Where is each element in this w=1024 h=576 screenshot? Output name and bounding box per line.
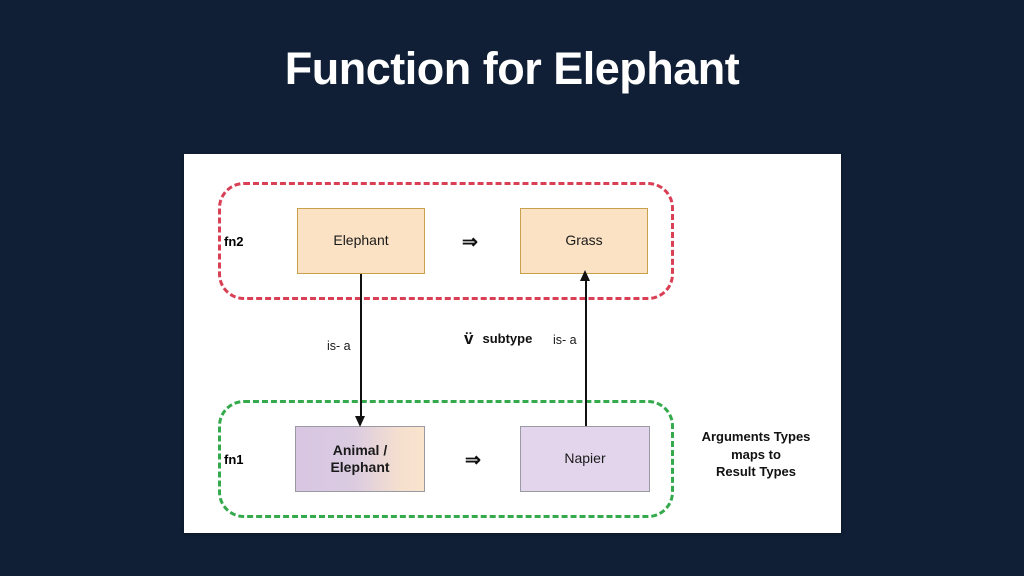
- node-box-animal-elephant[interactable]: Animal / Elephant: [295, 426, 425, 492]
- node-label-line1: Animal /: [332, 441, 388, 458]
- implies-arrow-fn1: ⇒: [465, 450, 481, 471]
- group-label-fn1: fn1: [224, 452, 244, 467]
- node-box-napier[interactable]: Napier: [520, 426, 650, 492]
- maps-to-line3: Result Types: [716, 464, 796, 480]
- maps-to-annotation: Arguments Types maps to Result Types: [681, 428, 831, 481]
- node-label-grass: Grass: [565, 232, 603, 249]
- node-label-napier: Napier: [564, 450, 606, 467]
- connector-line-napier-to-grass: [585, 280, 587, 426]
- connector-line-elephant-to-animal: [360, 274, 362, 418]
- subtype-legend: v̈ subtype: [464, 330, 532, 347]
- node-label-animal-elephant: Animal / Elephant: [330, 442, 389, 477]
- edge-label-is-a-left: is- a: [327, 339, 351, 353]
- arrowhead-up-icon: [580, 270, 590, 281]
- diagram-panel: fn2 Elephant ⇒ Grass fn1 Animal / Elepha…: [184, 154, 841, 533]
- maps-to-line1: Arguments Types: [701, 429, 811, 444]
- edge-label-is-a-right: is- a: [553, 333, 577, 347]
- page-title: Function for Elephant: [284, 43, 740, 94]
- node-box-elephant[interactable]: Elephant: [297, 208, 425, 274]
- subtype-symbol-icon: v̈: [464, 329, 474, 348]
- maps-to-line2: maps to: [731, 446, 781, 462]
- node-label-elephant: Elephant: [333, 232, 389, 249]
- group-frame-fn1: [218, 400, 674, 518]
- group-frame-fn2: [218, 182, 674, 300]
- node-label-line2: Elephant: [330, 459, 390, 475]
- subtype-legend-label: subtype: [482, 331, 533, 346]
- arrowhead-down-icon: [355, 416, 365, 427]
- node-box-grass[interactable]: Grass: [520, 208, 648, 274]
- group-label-fn2: fn2: [224, 234, 244, 249]
- implies-arrow-fn2: ⇒: [462, 232, 478, 253]
